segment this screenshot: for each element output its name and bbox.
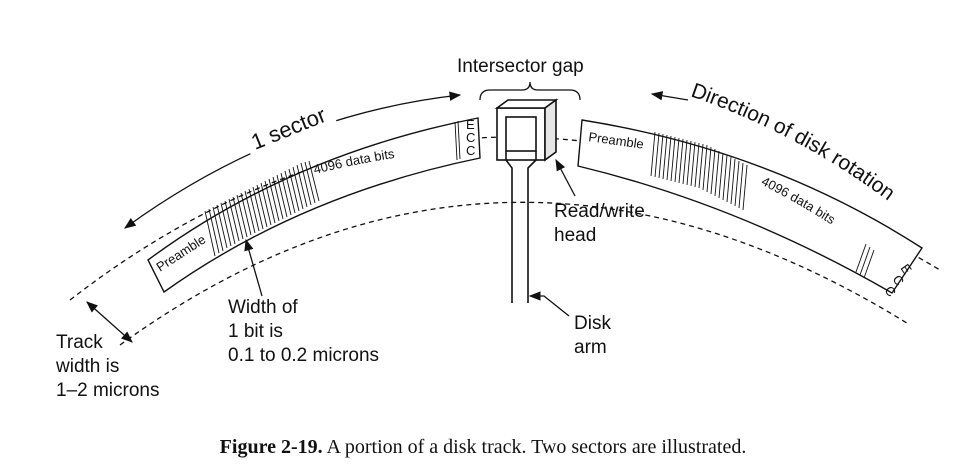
intersector-gap-bracket	[479, 81, 581, 101]
read-write-head-label-line1: Read/write	[554, 201, 645, 222]
track-inner-boundary	[119, 201, 911, 346]
read-write-head-label-line2: head	[554, 225, 596, 246]
disk-arm	[505, 151, 537, 303]
ecc-field-left: E C C	[466, 117, 475, 158]
bit-width-label-line1: Width of	[228, 297, 298, 318]
bit-width-label-line3: 0.1 to 0.2 microns	[228, 345, 379, 366]
read-write-head	[494, 98, 559, 162]
svg-text:E: E	[466, 117, 475, 132]
disk-arm-label-line2: arm	[574, 337, 607, 358]
bit-width-pointer	[244, 238, 263, 297]
bit-width-label-line2: 1 bit is	[228, 321, 283, 342]
svg-text:C: C	[466, 143, 475, 158]
track-width-label-line1: Track	[56, 332, 103, 353]
sector-left: Preamble 4096 data bits E C C	[147, 117, 481, 294]
bit-stripes-right	[650, 131, 875, 279]
caption-text: A portion of a disk track. Two sectors a…	[326, 436, 747, 458]
read-write-head-pointer	[555, 158, 576, 197]
track-width-label-line2: width is	[55, 356, 119, 377]
disk-arm-pointer	[528, 291, 570, 317]
track-width-arrow	[86, 301, 133, 343]
figure-number: Figure 2-19.	[219, 436, 323, 458]
svg-text:C: C	[466, 130, 475, 145]
track-width-label-line3: 1–2 microns	[56, 380, 160, 401]
figure-caption: Figure 2-19. A portion of a disk track. …	[0, 436, 966, 459]
sector-right: Preamble 4096 data bits E C C	[577, 119, 923, 299]
rotation-direction-arrow	[650, 91, 689, 101]
disk-arm-label-line1: Disk	[574, 313, 611, 334]
intersector-gap-label: Intersector gap	[457, 56, 584, 77]
